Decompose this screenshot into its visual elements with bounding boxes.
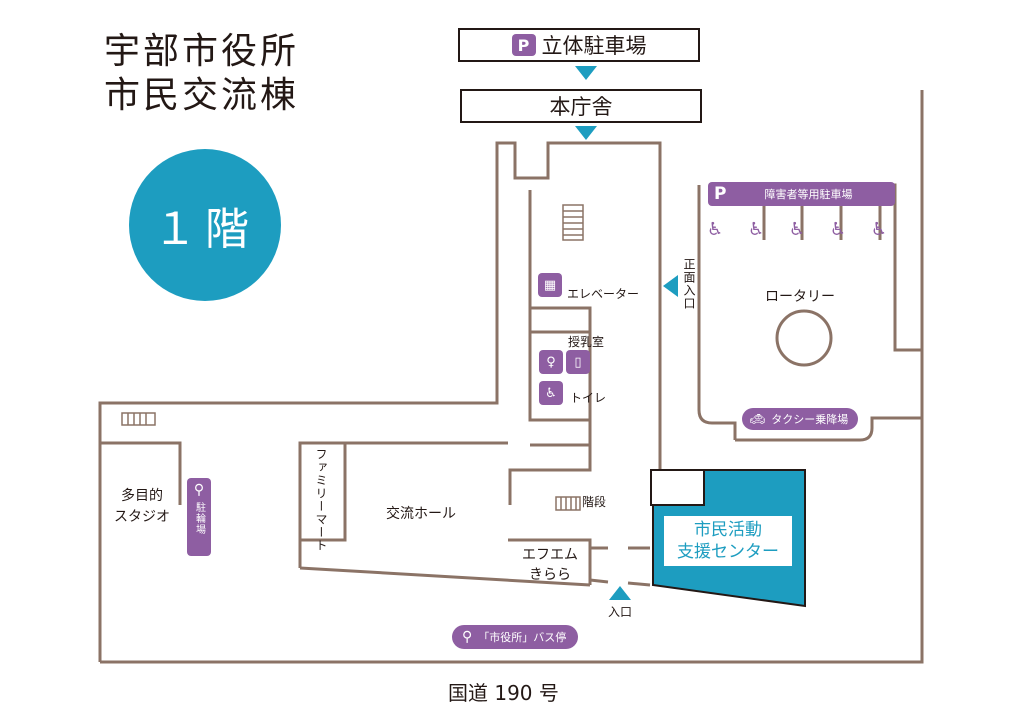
fm-kirara-label: エフエム きらら <box>522 547 578 583</box>
road-label: 国道 190 号 <box>448 681 559 705</box>
bicycle-parking-tag: ⚲ 駐輪場 <box>187 478 211 556</box>
nursing-room-label: 授乳室 <box>568 335 605 349</box>
wall-fm <box>508 538 592 585</box>
bus-stop-label: 「市役所」バス停 <box>478 631 567 644</box>
bicycle-icon: ⚲ <box>193 482 205 498</box>
wall-left-block <box>98 141 653 662</box>
wall-stalls <box>762 200 882 240</box>
wall-left-inner <box>100 441 182 505</box>
rotary-label: ロータリー <box>765 289 835 305</box>
wall-bottom-entrance <box>589 578 609 584</box>
stairs-label: 階段 <box>582 495 607 509</box>
wall-hall-bottom <box>299 566 591 587</box>
bus-stop-tag: ⚲ 「市役所」バス停 <box>452 625 578 649</box>
bicycle-parking-label: 駐輪場 <box>193 502 205 535</box>
taxi-icon: 🚕︎ <box>750 412 766 426</box>
elevator-label: エレベーター <box>567 287 640 301</box>
wheelchair-icon: ♿ <box>870 219 887 240</box>
parking-icon: P <box>511 34 536 56</box>
title-line-1: 宇部市役所 <box>104 31 300 72</box>
accessible-parking-label: 障害者等用駐車場 <box>764 188 853 201</box>
wall-rotary <box>697 185 737 440</box>
baby-bottle-icon: ▯ <box>566 350 590 374</box>
wall-hall <box>298 441 508 568</box>
wheelchair-icon: ♿ <box>747 219 765 240</box>
building-title: 宇部市役所 市民交流棟 <box>104 30 299 118</box>
parking-tower-box: P 立体駐車場 <box>458 28 700 62</box>
wall-core-1 <box>530 306 592 420</box>
arrow-up-entrance <box>609 586 631 600</box>
wall-right-corridor <box>653 141 662 470</box>
arrow-left-front <box>663 275 678 297</box>
rotary-circle <box>775 309 833 367</box>
accessible-parking-tag: P 障害者等用駐車場 <box>708 182 895 206</box>
parking-tower-label: 立体駐車場 <box>541 34 647 58</box>
main-office-box: 本庁舎 <box>460 89 702 123</box>
site-boundary <box>100 90 924 664</box>
wheelchair-icon: ♿ <box>707 219 724 240</box>
stairs-lower <box>555 496 581 511</box>
main-office-label: 本庁舎 <box>549 95 613 119</box>
elevator-icon: ▦ <box>538 273 562 297</box>
stairs-left <box>121 412 156 426</box>
parking-icon-accessible: P <box>714 184 727 204</box>
wheelchair-stalls: ♿ ♿ ♿ ♿ ♿ <box>707 219 887 241</box>
toilet-label: トイレ <box>570 391 607 405</box>
wheelchair-icon: ♿ <box>539 381 563 405</box>
wall-taxi <box>735 416 922 442</box>
stairs-main <box>562 204 584 241</box>
civic-center-label: 市民活動 支援センター <box>664 516 792 566</box>
multipurpose-studio-label: 多目的 スタジオ <box>114 488 170 525</box>
family-mart-label: ファミリーマート <box>314 448 328 552</box>
arrow-down-2 <box>575 126 597 140</box>
floor-badge: １階 <box>129 149 281 301</box>
taxi-tag: 🚕︎ タクシー乗降場 <box>742 408 858 430</box>
wheelchair-icon: ♿ <box>788 219 806 240</box>
entrance-label: 入口 <box>608 605 633 619</box>
wall-bottom-entrance-2 <box>627 581 651 587</box>
wheelchair-icon: ♿ <box>829 219 846 240</box>
center-small-room <box>650 469 705 506</box>
restroom-icon: ♀ <box>539 350 563 374</box>
wall-family-mart <box>300 443 347 542</box>
title-line-2: 市民交流棟 <box>104 75 300 116</box>
exchange-hall-label: 交流ホール <box>386 506 456 522</box>
front-entrance-label: 正面入口 <box>682 258 696 310</box>
arrow-down-1 <box>575 66 597 80</box>
taxi-label: タクシー乗降場 <box>771 413 849 426</box>
bus-stop-icon: ⚲ <box>462 629 473 645</box>
